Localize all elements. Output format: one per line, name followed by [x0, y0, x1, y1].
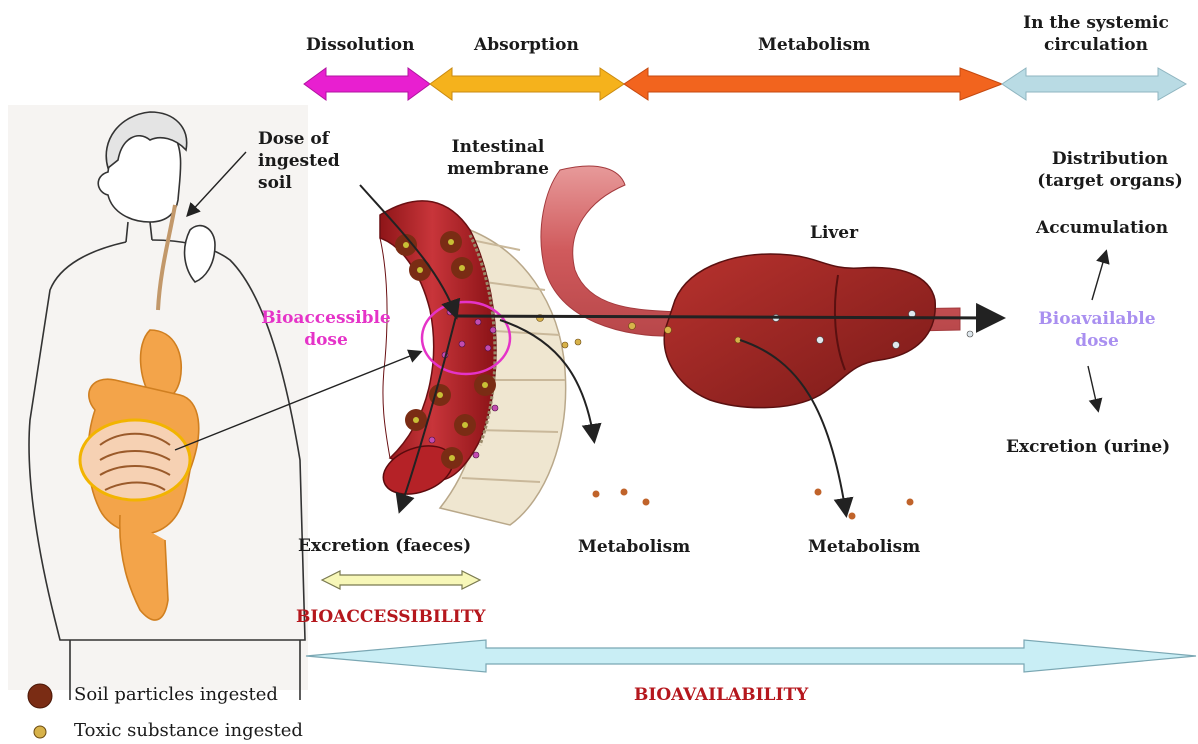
- label-dose-ingested-soil: Dose of ingested soil: [258, 128, 373, 194]
- bioaccessibility-span-arrow: [322, 571, 480, 589]
- label-bioavailable-dose: Bioavailable dose: [1022, 308, 1172, 352]
- label-bioaccessibility: BIOACCESSIBILITY: [296, 606, 485, 628]
- label-metabolism-liver: Metabolism: [808, 536, 920, 558]
- child-figure: [8, 105, 308, 700]
- label-metabolism-gut: Metabolism: [578, 536, 690, 558]
- stage-metabolism: Metabolism: [758, 34, 870, 56]
- toxic-substance-legend-marker: [34, 726, 46, 738]
- circulation-arrow: [1002, 68, 1186, 100]
- stage-dissolution: Dissolution: [306, 34, 415, 56]
- label-intestinal-membrane: Intestinal membrane: [440, 136, 556, 180]
- intestine-section: [377, 201, 566, 525]
- process-arrows: [304, 68, 1186, 100]
- stage-absorption: Absorption: [474, 34, 579, 56]
- bioavailability-span-arrow: [306, 640, 1196, 672]
- dissolution-arrow: [304, 68, 430, 100]
- label-excretion-urine: Excretion (urine): [1006, 436, 1170, 458]
- legend-toxic-substance: Toxic substance ingested: [74, 720, 303, 741]
- label-bioaccessible-dose: Bioaccessible dose: [246, 307, 406, 351]
- liver-shape: [664, 254, 935, 408]
- label-bioavailability: BIOAVAILABILITY: [634, 684, 808, 706]
- metabolism-arrow: [624, 68, 1002, 100]
- absorption-arrow: [430, 68, 624, 100]
- label-liver: Liver: [810, 222, 858, 244]
- stage-systemic-circulation: In the systemic circulation: [1012, 12, 1180, 56]
- circulation-pathway: [537, 166, 974, 520]
- legend-soil-particles: Soil particles ingested: [74, 684, 278, 705]
- label-accumulation: Accumulation: [1036, 217, 1168, 239]
- label-excretion-faeces: Excretion (faeces): [298, 535, 471, 557]
- soil-particle-legend-marker: [28, 684, 52, 708]
- label-distribution: Distribution (target organs): [1032, 148, 1188, 192]
